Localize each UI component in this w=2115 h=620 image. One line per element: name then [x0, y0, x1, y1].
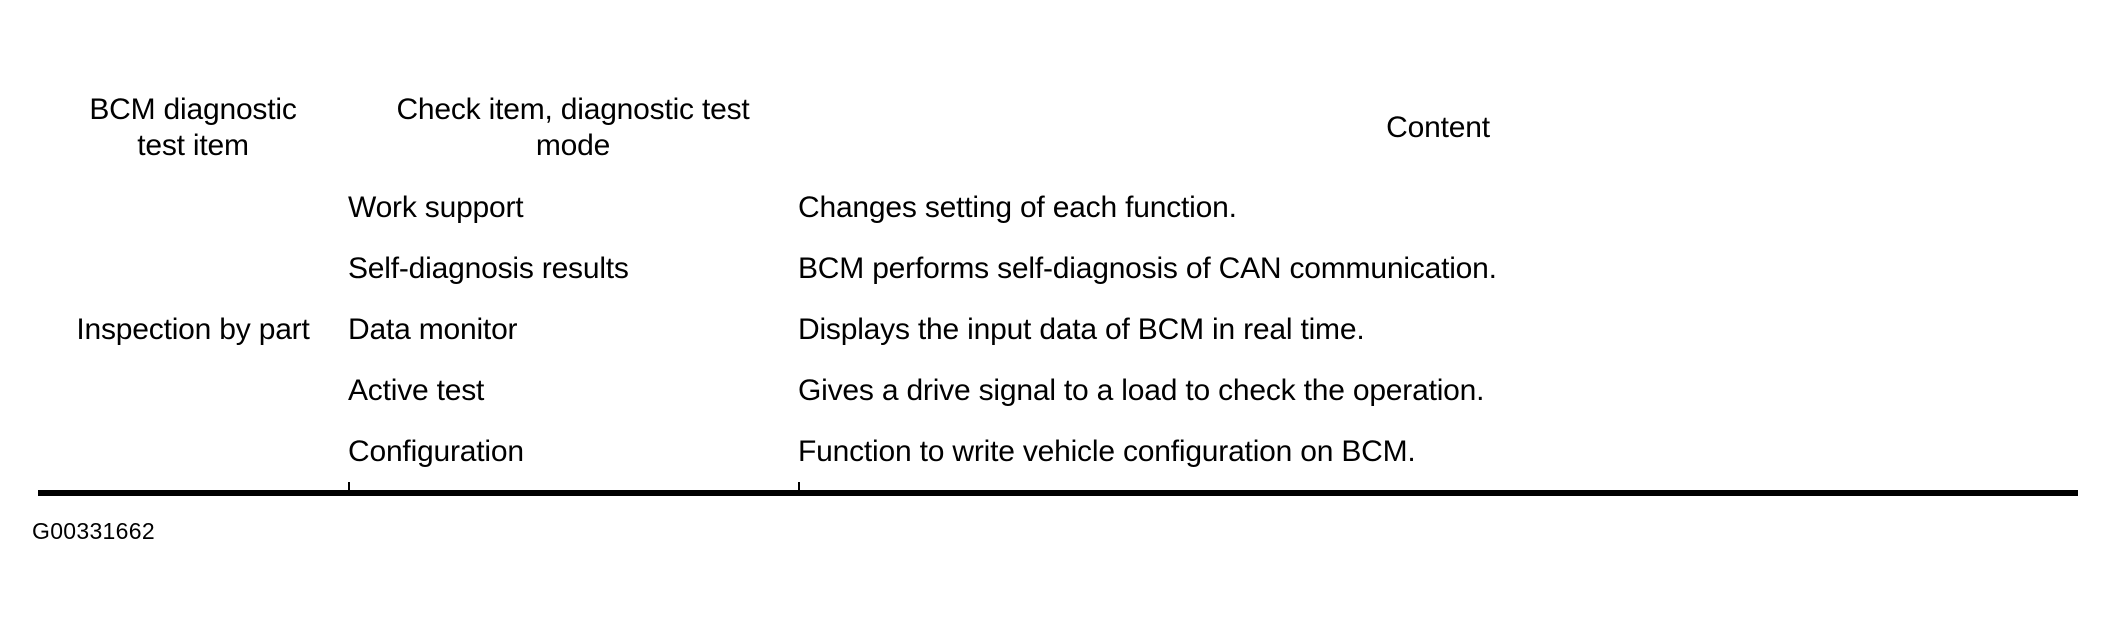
table-row: Active test Gives a drive signal to a lo…: [38, 360, 2078, 421]
cell-content: BCM performs self-diagnosis of CAN commu…: [798, 238, 2078, 299]
table-header-row: BCM diagnostic test item Check item, dia…: [38, 78, 2078, 177]
cell-content: Gives a drive signal to a load to check …: [798, 360, 2078, 421]
group-cell-inspection-by-part: Inspection by part: [38, 177, 348, 482]
header-line-1: Check item, diagnostic test: [396, 93, 750, 127]
cell-mode: Configuration: [348, 421, 798, 482]
table-row: Data monitor Displays the input data of …: [38, 299, 2078, 360]
cell-mode: Self-diagnosis results: [348, 238, 798, 299]
cell-content: Displays the input data of BCM in real t…: [798, 299, 2078, 360]
cell-mode: Active test: [348, 360, 798, 421]
header-line-2: mode: [535, 128, 611, 162]
cell-mode: Work support: [348, 177, 798, 238]
header-line-1: Content: [1386, 110, 1490, 144]
bcm-diagnostic-table: BCM diagnostic test item Check item, dia…: [38, 78, 2078, 482]
header-cell-content: Content: [798, 78, 2078, 177]
header-line-2: test item: [137, 128, 249, 162]
figure-caption: G00331662: [32, 518, 155, 544]
cell-content: Function to write vehicle configuration …: [798, 421, 2078, 482]
header-cell-check-item-diagnostic-test-mode: Check item, diagnostic test mode: [348, 78, 798, 177]
table-bottom-rule: [38, 490, 2078, 496]
table-row: Self-diagnosis results BCM performs self…: [38, 238, 2078, 299]
header-line-1: BCM diagnostic: [89, 93, 297, 127]
cell-mode: Data monitor: [348, 299, 798, 360]
table-row: Inspection by part Work support Changes …: [38, 177, 2078, 482]
header-cell-bcm-diagnostic-test-item: BCM diagnostic test item: [38, 78, 348, 177]
cell-content: Changes setting of each function.: [798, 177, 2078, 238]
table-row: Configuration Function to write vehicle …: [38, 421, 2078, 482]
